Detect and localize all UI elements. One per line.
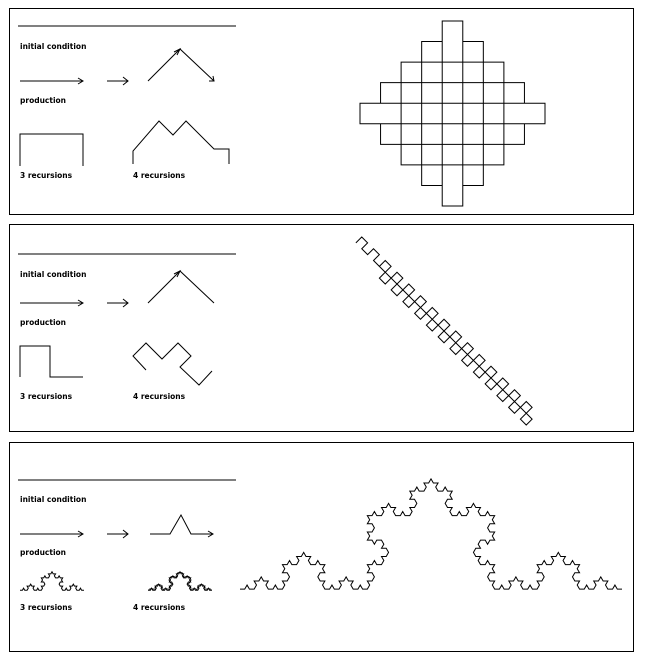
koch-panel-square: initial condition production 3 recursion…: [9, 8, 634, 215]
initial-condition-label: initial condition: [20, 42, 86, 51]
fractal-curve: [355, 236, 533, 426]
production-shape: [147, 270, 215, 304]
panel-drawing: initial condition production 3 recursion…: [18, 477, 622, 612]
panel-drawing: initial condition production 3 recursion…: [18, 236, 533, 426]
production-arrowhead: [122, 529, 129, 539]
production-label: production: [20, 96, 66, 105]
production-label: production: [20, 318, 66, 327]
recursion-3-label: 3 recursions: [20, 392, 73, 401]
recursion-3-label: 3 recursions: [20, 171, 73, 180]
axiom-arrowhead: [77, 299, 84, 307]
initial-condition-label: initial condition: [20, 495, 86, 504]
production-arrowhead: [122, 298, 129, 308]
recursion-3-label: 3 recursions: [20, 603, 73, 612]
production-shape-arrow: [207, 530, 214, 538]
recursion-4-label: 4 recursions: [133, 171, 186, 180]
production-arrowhead: [122, 76, 129, 86]
axiom-arrowhead: [77, 530, 84, 538]
production-label: production: [20, 548, 66, 557]
recursion-3-shape: [19, 345, 83, 378]
recursion-3-shape: [19, 133, 84, 166]
recursion-4-shape: [132, 120, 230, 164]
initial-condition-label: initial condition: [20, 270, 86, 279]
recursion-4-label: 4 recursions: [133, 603, 186, 612]
fractal-curve: [240, 477, 622, 590]
production-shape: [147, 48, 215, 82]
fractal-curve: [359, 20, 546, 207]
production-shape: [150, 513, 213, 535]
recursion-3-shape: [20, 570, 84, 591]
production-shape-arrow-end: [209, 75, 215, 82]
koch-panel-triangle: initial condition production 3 recursion…: [9, 442, 634, 652]
production-shape-arrow: [173, 47, 182, 56]
panel-drawing: initial condition production 3 recursion…: [18, 20, 546, 207]
axiom-arrowhead: [77, 77, 84, 85]
dragon-panel: initial condition production 3 recursion…: [9, 224, 634, 432]
production-shape-arrow: [173, 269, 182, 278]
recursion-4-shape: [132, 342, 213, 386]
recursion-4-label: 4 recursions: [133, 392, 186, 401]
recursion-4-shape: [148, 570, 212, 591]
